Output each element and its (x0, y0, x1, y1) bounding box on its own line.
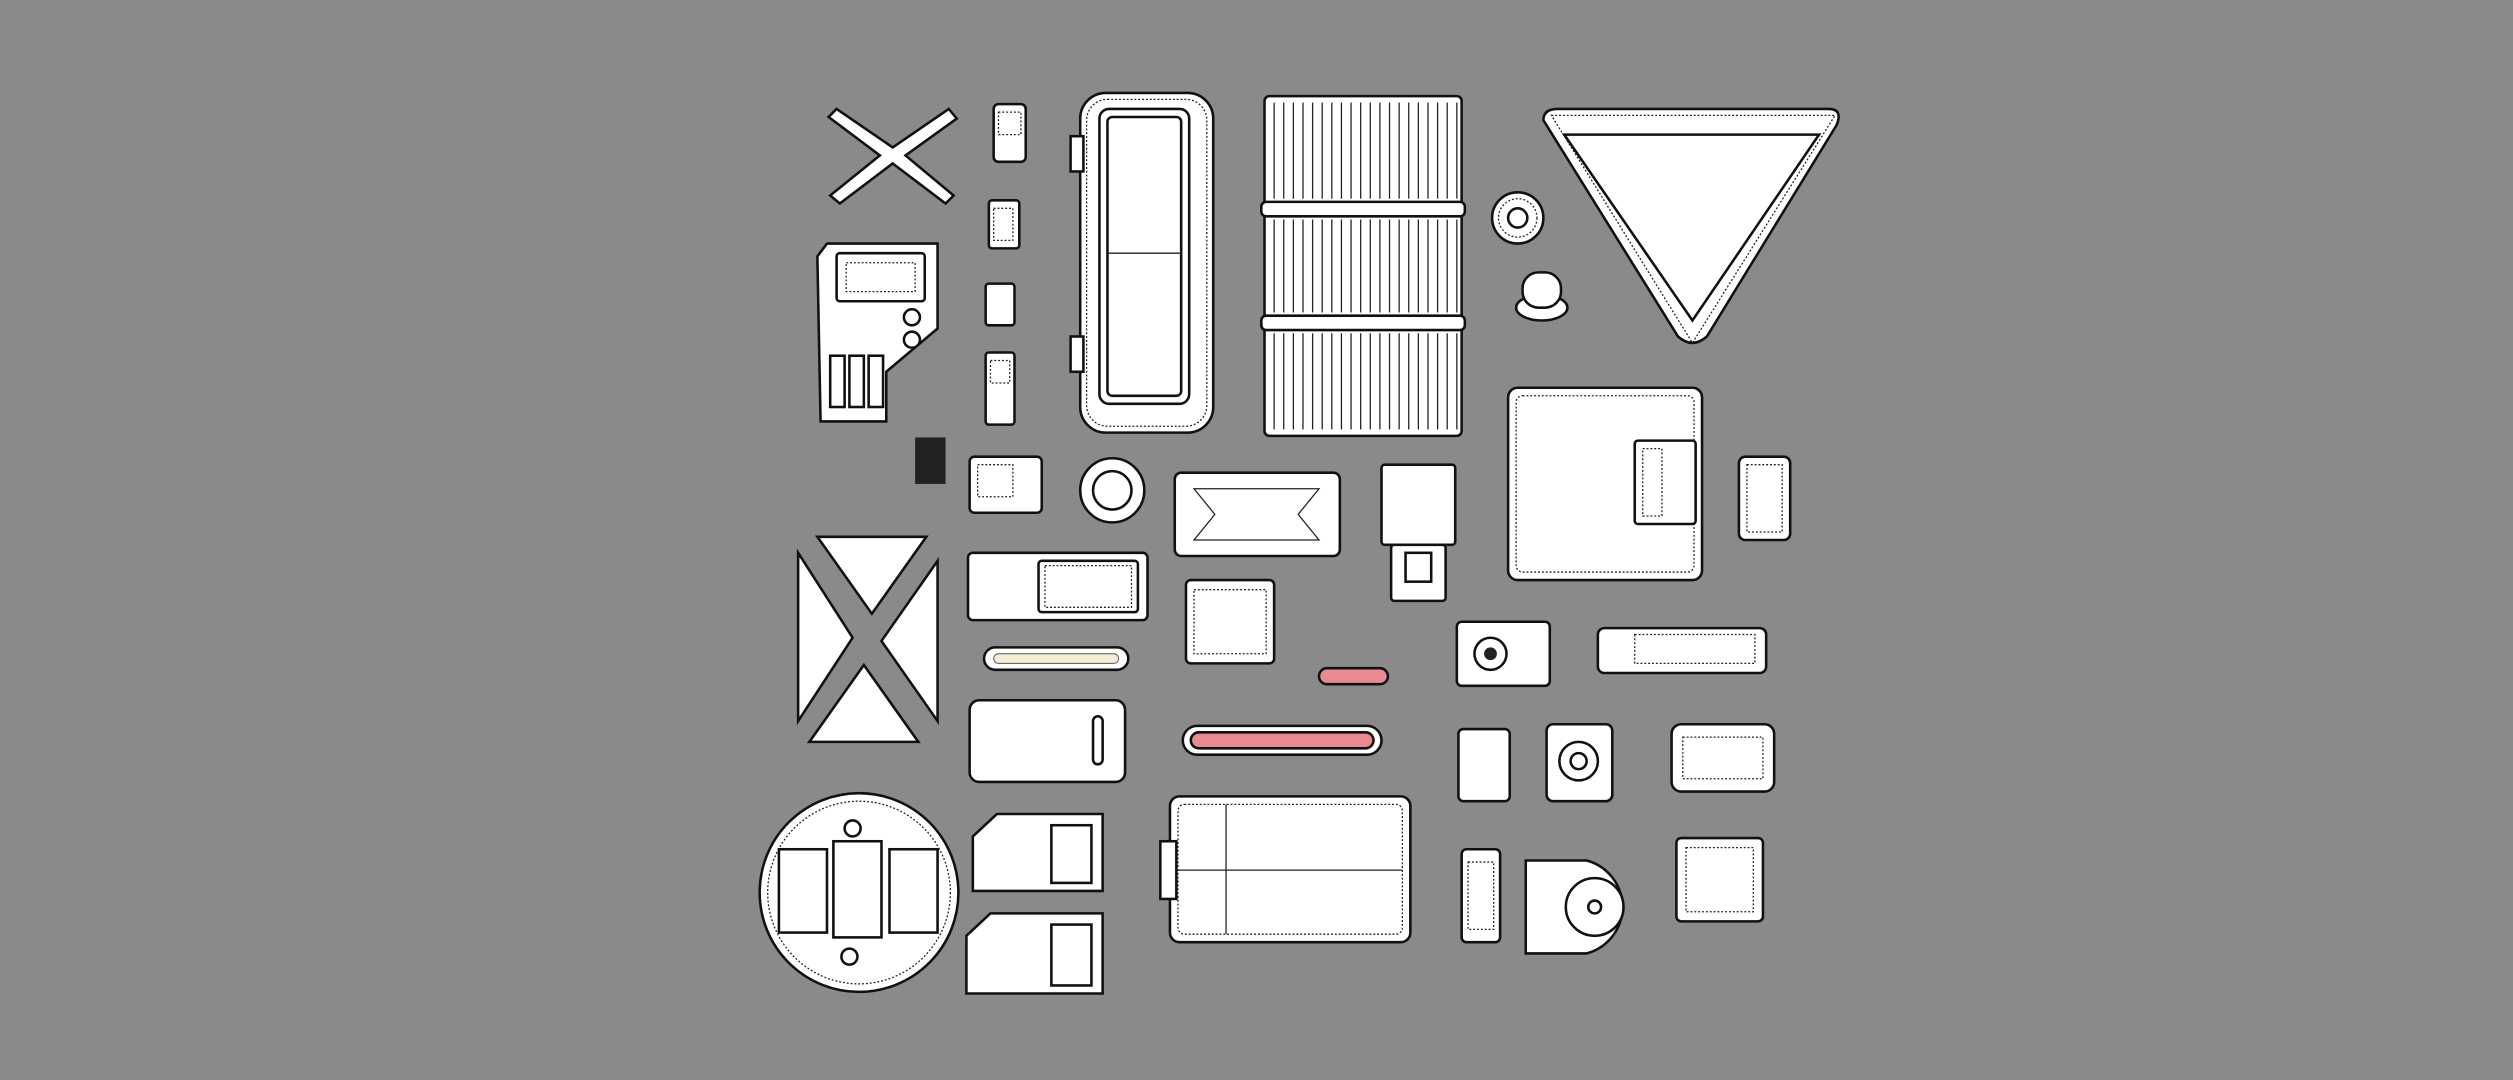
cylinder-clamp-part (1737, 455, 1792, 542)
bottom-small-parts (1460, 836, 1765, 955)
red-light-small-part (1317, 666, 1390, 686)
rail-clamp-part (1596, 626, 1768, 675)
light-strip-part (982, 646, 1130, 672)
rounded-slab-part (968, 698, 1127, 784)
vent-small-part (915, 437, 946, 484)
slatted-grate-part (1260, 94, 1467, 438)
box-part (968, 455, 1044, 515)
small-connector-parts (1457, 722, 1776, 803)
triangle-panel-part (1542, 107, 1840, 345)
red-light-bar-part (1181, 724, 1383, 756)
bracket-plate-part (1380, 463, 1457, 603)
round-hatch-part (1078, 456, 1146, 524)
control-panel-part (816, 242, 939, 423)
gear-part (1490, 191, 1545, 245)
small-clip-parts (984, 102, 1027, 426)
camera-module-part (1455, 620, 1552, 688)
square-panel-with-latch-part (1506, 386, 1704, 582)
angled-panel-parts (965, 812, 1104, 995)
tall-window-frame-part (1069, 91, 1215, 434)
knob-part (1514, 271, 1569, 322)
round-platform-part (758, 791, 960, 994)
plate-with-cutouts-part (1173, 471, 1342, 558)
ribbed-slide-part (966, 551, 1149, 622)
four-triangle-panel-part (796, 535, 939, 744)
mechanism-part (1184, 578, 1276, 665)
x-bracket-part (826, 107, 959, 206)
large-case-part (1159, 795, 1412, 944)
